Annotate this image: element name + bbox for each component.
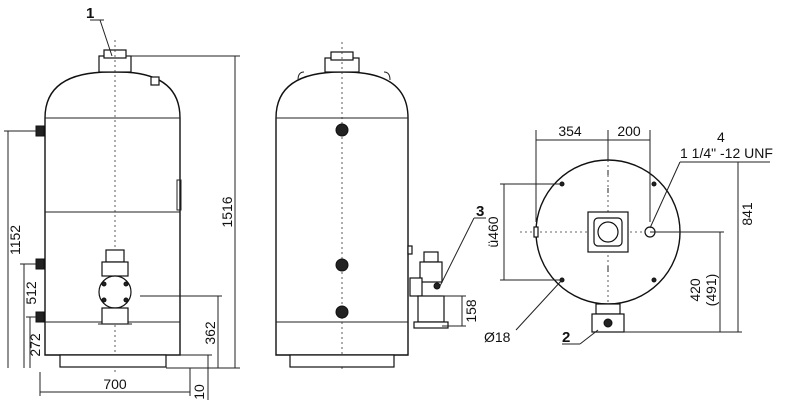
dimension-1152: 1152 bbox=[4, 130, 36, 368]
dim-label-512: 512 bbox=[23, 281, 39, 305]
dimension-18: Ø18 bbox=[484, 279, 563, 345]
front-side-bracket bbox=[176, 179, 182, 211]
side-lug-left bbox=[297, 71, 305, 81]
callout-1: 1 bbox=[86, 5, 113, 57]
dim-label-200: 200 bbox=[617, 123, 641, 139]
front-lug bbox=[150, 76, 160, 86]
top-center-bore bbox=[597, 221, 619, 243]
dim-label-491: (491) bbox=[703, 274, 719, 307]
dimension-362: 362 bbox=[140, 295, 222, 368]
top-valve-assembly bbox=[591, 303, 625, 333]
dim-label-362: 362 bbox=[202, 321, 218, 345]
callout-3-label: 3 bbox=[476, 203, 484, 220]
front-valve-assembly bbox=[98, 249, 132, 325]
dim-label-841: 841 bbox=[739, 202, 755, 226]
front-connection-lower bbox=[35, 311, 45, 323]
dim-label-1516: 1516 bbox=[219, 196, 235, 227]
front-view: 1516 362 1152 512 272 bbox=[4, 5, 240, 400]
dimension-1516: 1516 bbox=[126, 55, 240, 369]
dim-label-460: ü460 bbox=[485, 216, 501, 247]
callout-3: 3 bbox=[439, 203, 486, 287]
callout-2-label: 2 bbox=[562, 329, 570, 346]
dimension-460: ü460 bbox=[485, 183, 562, 281]
callout-4-label: 4 bbox=[717, 129, 725, 145]
dim-label-10: 10 bbox=[191, 384, 207, 400]
callout-1-label: 1 bbox=[86, 5, 94, 22]
dimension-158: 158 bbox=[442, 295, 479, 327]
dimension-512: 512 bbox=[20, 263, 39, 368]
side-valve-assembly bbox=[407, 245, 449, 329]
front-connection-upper bbox=[35, 125, 45, 137]
top-bolt-4 bbox=[651, 277, 657, 283]
dimension-272: 272 bbox=[26, 316, 43, 368]
dimension-841: 841 bbox=[624, 161, 755, 333]
dim-label-272: 272 bbox=[27, 333, 43, 357]
dim-label-700: 700 bbox=[103, 376, 127, 392]
dim-label-420: 420 bbox=[687, 278, 703, 302]
front-base-plate bbox=[59, 354, 167, 368]
dimension-700: 700 bbox=[39, 368, 191, 396]
side-lug-right bbox=[383, 71, 391, 81]
top-view: 354 200 4 1 1/4" -12 UNF ü460 Ø18 841 bbox=[484, 123, 773, 346]
side-sight-glass-top bbox=[335, 123, 349, 137]
dimension-420-491: 420 (491) bbox=[650, 231, 724, 332]
top-side-nozzle bbox=[533, 226, 539, 238]
dimension-10: 10 bbox=[166, 354, 212, 400]
callout-2: 2 bbox=[562, 329, 599, 346]
side-sight-glass-mid bbox=[335, 258, 349, 272]
dimension-354-200: 354 200 bbox=[535, 123, 651, 222]
side-base-plate bbox=[289, 354, 395, 368]
front-connection-middle bbox=[35, 258, 45, 270]
dim-label-158: 158 bbox=[463, 299, 479, 323]
dim-label-354: 354 bbox=[558, 123, 582, 139]
top-bolt-2 bbox=[651, 181, 657, 187]
dim-label-1152: 1152 bbox=[7, 225, 23, 255]
dim-label-18: Ø18 bbox=[484, 329, 511, 345]
thread-spec-label: 1 1/4" -12 UNF bbox=[680, 145, 773, 161]
side-view: 158 3 bbox=[275, 42, 486, 372]
side-sight-glass-low bbox=[335, 305, 349, 319]
